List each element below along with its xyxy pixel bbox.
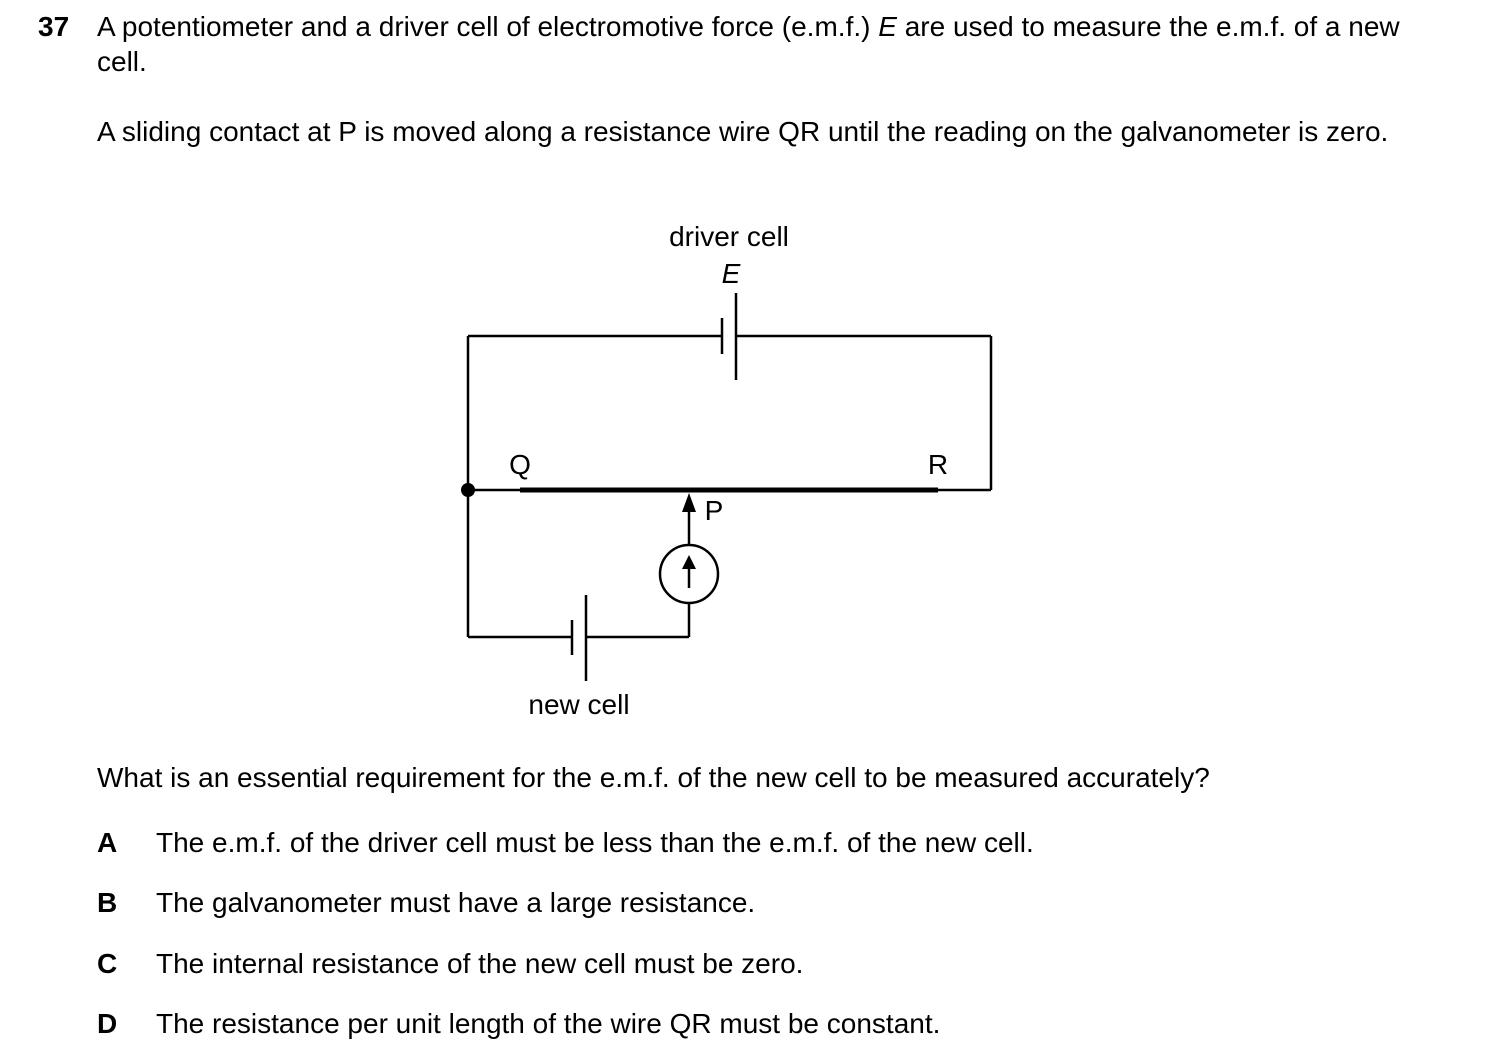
option-a-letter: A bbox=[97, 827, 118, 858]
galvanometer-symbol bbox=[658, 543, 720, 605]
intro-text-2: are used to measure the e.m.f. of a new … bbox=[97, 11, 1400, 77]
junction-dot bbox=[461, 483, 475, 497]
option-a-text: The e.m.f. of the driver cell must be le… bbox=[156, 827, 1034, 858]
driver-cell-label: driver cell bbox=[669, 221, 789, 252]
option-c-letter: C bbox=[97, 948, 118, 979]
point-q-label: Q bbox=[509, 449, 531, 480]
emf-symbol-e: E bbox=[878, 11, 897, 42]
option-b-text: The galvanometer must have a large resis… bbox=[156, 887, 756, 918]
question-number: 37 bbox=[38, 11, 70, 42]
question-prompt: What is an essential requirement for the… bbox=[97, 762, 1210, 793]
sliding-contact-arrow bbox=[682, 493, 696, 512]
option-c-text: The internal resistance of the new cell … bbox=[156, 948, 804, 979]
option-b-letter: B bbox=[97, 887, 118, 918]
point-p-label: P bbox=[705, 495, 724, 526]
question-setup: A sliding contact at P is moved along a … bbox=[97, 116, 1389, 147]
galvanometer-needle-arrow bbox=[682, 555, 696, 569]
option-d-text: The resistance per unit length of the wi… bbox=[156, 1008, 941, 1039]
intro-text-1: A potentiometer and a driver cell of ele… bbox=[97, 11, 879, 42]
question-intro: A potentiometer and a driver cell of ele… bbox=[97, 9, 1457, 79]
driver-cell-emf-label: E bbox=[722, 258, 741, 289]
point-r-label: R bbox=[928, 449, 948, 480]
new-cell-label: new cell bbox=[528, 689, 629, 720]
new-cell-symbol bbox=[570, 595, 588, 681]
driver-cell-symbol bbox=[720, 293, 738, 380]
option-d-letter: D bbox=[97, 1008, 118, 1039]
